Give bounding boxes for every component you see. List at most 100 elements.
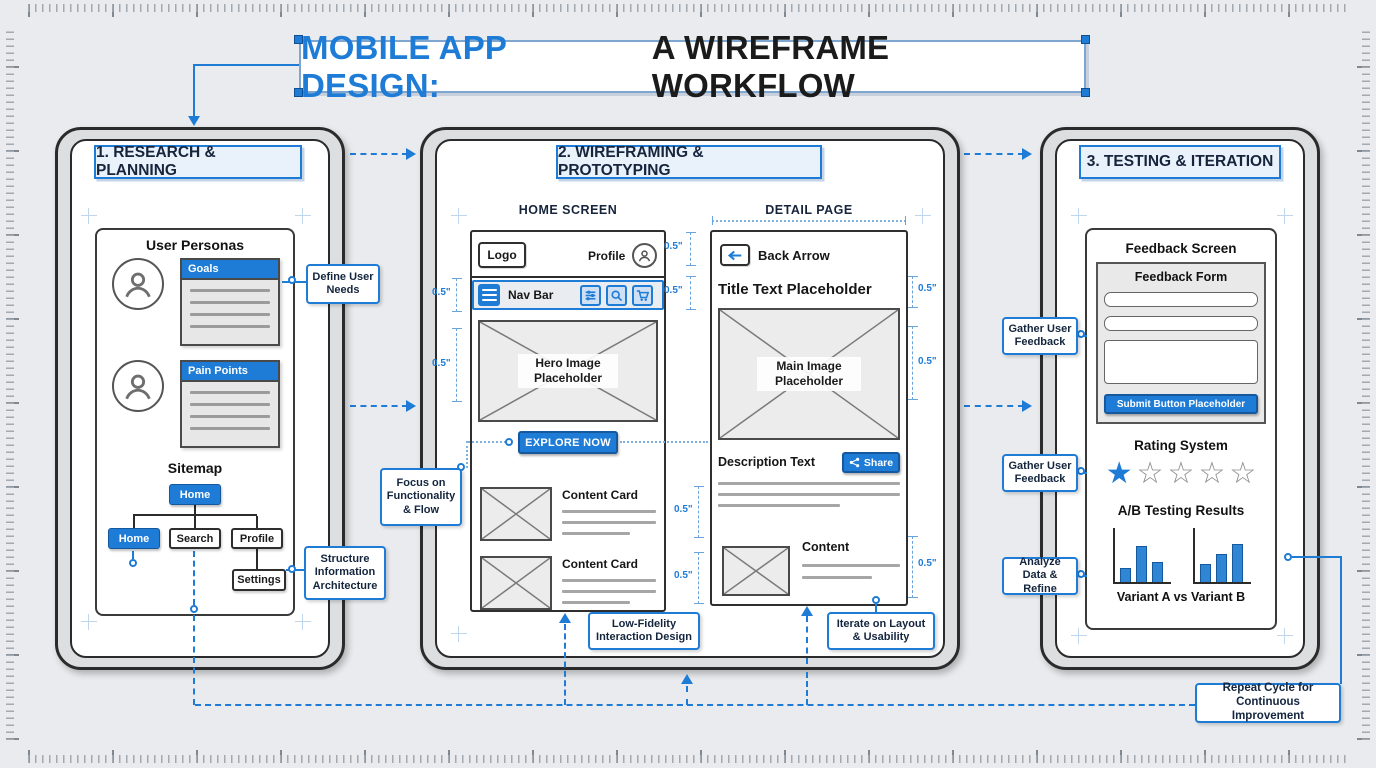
text-line xyxy=(190,403,270,406)
measurement-line xyxy=(694,552,704,604)
repeat-cycle-dashed-line xyxy=(195,704,1195,706)
text-line xyxy=(802,576,872,579)
back-arrow-button[interactable] xyxy=(720,244,750,266)
arrow-up-icon xyxy=(801,606,813,616)
connector-node xyxy=(1284,553,1292,561)
measurement-bracket xyxy=(712,220,906,222)
connector-node xyxy=(288,276,296,284)
crosshair-mark xyxy=(295,208,311,224)
sitemap-node-profile[interactable]: Profile xyxy=(231,528,283,549)
crosshair-mark xyxy=(1277,628,1293,644)
connector-node xyxy=(872,596,880,604)
callout-focus-functionality: Focus on Functionality & Flow xyxy=(380,468,462,526)
sitemap-node-settings[interactable]: Settings xyxy=(232,569,286,591)
callout-analyze-data: Analyze Data & Refine xyxy=(1002,556,1078,595)
form-input-field[interactable] xyxy=(1104,316,1258,331)
persona-card-goals: Goals xyxy=(180,258,280,346)
connector-node xyxy=(190,605,198,613)
star-outline-icon[interactable]: ☆ xyxy=(1198,457,1226,490)
text-line xyxy=(190,301,270,304)
measurement-line xyxy=(686,232,696,266)
content-card-thumbnail xyxy=(480,487,552,541)
flow-dashed-line xyxy=(964,153,1024,155)
star-outline-icon[interactable]: ☆ xyxy=(1167,457,1195,490)
arrow-right-icon xyxy=(406,148,416,160)
measurement-line xyxy=(686,276,696,310)
star-filled-icon[interactable]: ★ xyxy=(1105,457,1133,490)
callout-gather-feedback-1: Gather User Feedback xyxy=(1002,317,1078,355)
ab-testing-title: A/B Testing Results xyxy=(1117,503,1245,518)
sitemap-line xyxy=(194,505,196,515)
dashed-connector xyxy=(564,624,566,705)
measurement-label: 0.5" xyxy=(918,558,937,569)
sitemap-line xyxy=(133,514,257,516)
page-title: MOBILE APP DESIGN: A WIREFRAME WORKFLOW xyxy=(299,29,1086,104)
top-ruler xyxy=(28,4,1348,17)
form-textarea-field[interactable] xyxy=(1104,340,1258,384)
persona-avatar xyxy=(112,360,164,412)
callout-connector xyxy=(875,604,877,612)
title-connector-line xyxy=(193,64,195,116)
measurement-label: 0.5" xyxy=(674,570,693,581)
persona-card-pain-points: Pain Points xyxy=(180,360,280,448)
form-input-field[interactable] xyxy=(1104,292,1258,307)
variants-label: Variant A vs Variant B xyxy=(1116,590,1246,604)
sitemap-line xyxy=(256,516,258,528)
callout-gather-feedback-2: Gather User Feedback xyxy=(1002,454,1078,492)
connector-node xyxy=(1077,570,1085,578)
text-line xyxy=(802,564,900,567)
persona-card-title: Pain Points xyxy=(182,362,278,382)
text-line xyxy=(190,415,270,418)
main-image-placeholder: Main Image Placeholder xyxy=(718,308,900,440)
selection-handle xyxy=(294,35,303,44)
text-line xyxy=(190,427,270,430)
measurement-tick xyxy=(905,216,906,225)
star-outline-icon[interactable]: ☆ xyxy=(1136,457,1164,490)
bottom-ruler xyxy=(28,750,1348,763)
measurement-label: 0.5" xyxy=(432,287,451,298)
selection-handle xyxy=(1081,88,1090,97)
arrow-right-icon xyxy=(406,400,416,412)
selection-handle xyxy=(294,88,303,97)
crosshair-mark xyxy=(451,626,467,642)
crosshair-mark xyxy=(1071,628,1087,644)
share-button[interactable]: Share xyxy=(842,452,900,473)
arrow-right-icon xyxy=(1022,400,1032,412)
text-line xyxy=(190,325,270,328)
search-icon[interactable] xyxy=(606,284,627,306)
dotted-connector xyxy=(466,441,468,468)
persona-card-title: Goals xyxy=(182,260,278,280)
dashed-connector xyxy=(193,615,195,705)
person-icon xyxy=(125,374,151,400)
sitemap-node-home[interactable]: Home xyxy=(108,528,160,549)
explore-now-button[interactable]: EXPLORE NOW xyxy=(518,431,618,454)
settings-icon[interactable] xyxy=(580,284,601,306)
share-button-label: Share xyxy=(863,456,894,469)
star-outline-icon[interactable]: ☆ xyxy=(1229,457,1257,490)
hero-image-placeholder: Hero Image Placeholder xyxy=(478,320,658,422)
sitemap-node-search[interactable]: Search xyxy=(169,528,221,549)
hamburger-menu-icon[interactable] xyxy=(478,284,500,306)
chart-bar xyxy=(1200,564,1211,582)
personas-title: User Personas xyxy=(145,237,245,253)
detail-title-placeholder: Title Text Placeholder xyxy=(718,281,872,298)
connector-node xyxy=(505,438,513,446)
arrow-left-icon xyxy=(727,250,742,260)
sitemap-node-root-home[interactable]: Home xyxy=(169,484,221,505)
chart-bar xyxy=(1232,544,1243,582)
logo-box: Logo xyxy=(478,242,526,268)
text-line xyxy=(562,579,656,582)
text-line xyxy=(718,482,900,485)
crosshair-mark xyxy=(81,614,97,630)
callout-iterate-layout: Iterate on Layout & Usability xyxy=(827,612,935,650)
callout-structure-information: Structure Information Architecture xyxy=(304,546,386,600)
title-connector-line xyxy=(193,64,299,66)
cart-icon[interactable] xyxy=(632,284,653,306)
submit-button[interactable]: Submit Button Placeholder xyxy=(1104,394,1258,414)
selection-handle xyxy=(1081,35,1090,44)
connector-node xyxy=(129,559,137,567)
profile-avatar[interactable] xyxy=(632,243,657,268)
phase-1-header: 1. RESEARCH & PLANNING xyxy=(94,144,302,179)
profile-label: Profile xyxy=(588,249,626,263)
sitemap-line xyxy=(133,516,135,528)
